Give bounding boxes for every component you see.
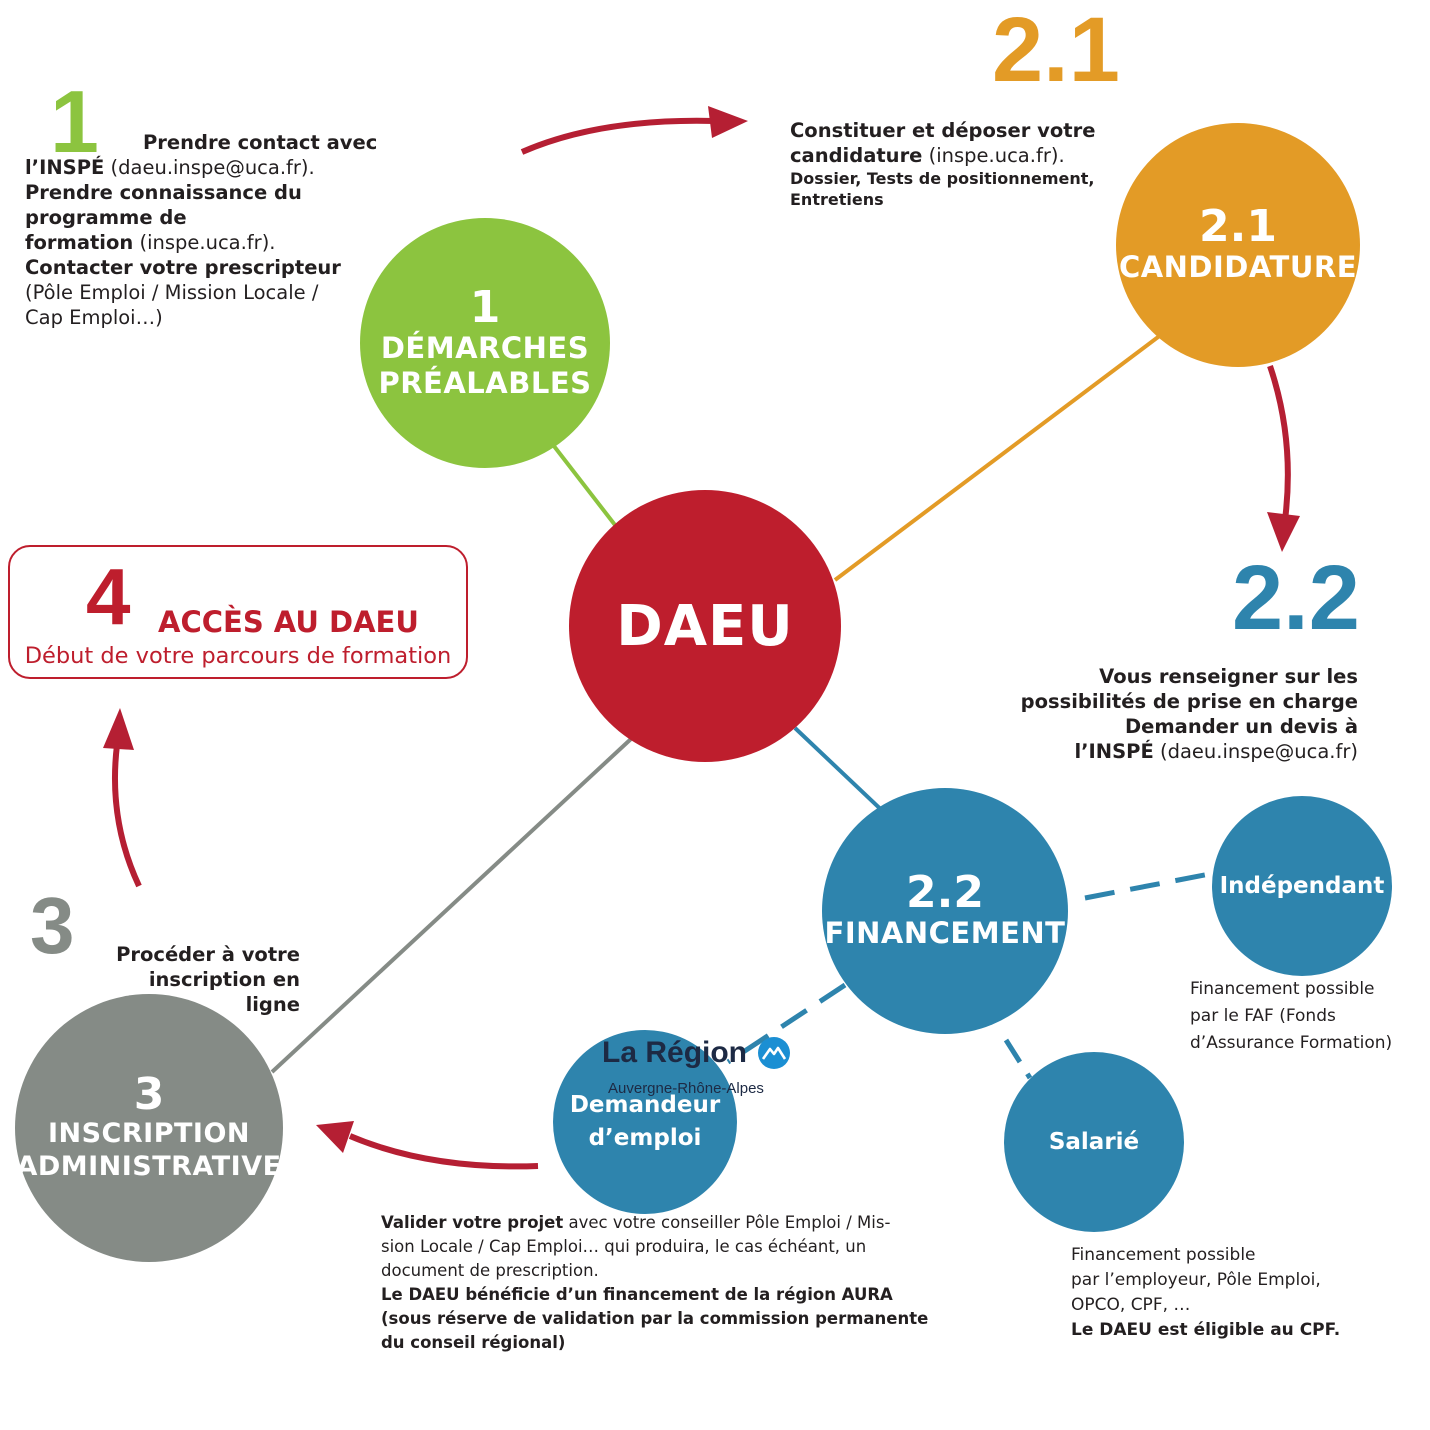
arrow-step3-to-step4 [103,708,142,888]
step1-t5b: formation [25,231,134,254]
independant-label: Indépendant [1219,873,1385,899]
logo-name: La Région [602,1036,748,1069]
step21-t1: Constituer et déposer votre [790,119,1096,142]
step1-t8: Cap Emploi…) [25,306,163,329]
step1-t2b: l’INSPÉ [25,156,105,179]
demandeur-t6: du conseil régional) [381,1333,566,1352]
step21-circle-label: CANDIDATURE [1118,250,1358,285]
arrow-step21-to-step22 [1267,365,1300,552]
step3-circle-number: 3 [133,1068,165,1120]
step1-t2n: (daeu.inspe@uca.fr). [104,156,315,179]
step3-t2: inscription en ligne [148,968,300,1016]
step22-t4b: l’INSPÉ [1074,740,1154,763]
connector-demandeur [726,982,847,1065]
demandeur-t1b: Valider votre projet [381,1213,564,1232]
step1-circle-line2: PRÉALABLES [378,366,592,401]
demandeur-label1: Demandeur [569,1091,721,1118]
step22-t4n: (daeu.inspe@uca.fr) [1153,740,1358,763]
step21-t4: Entretiens [790,190,884,209]
step4-number: 4 [86,552,131,641]
logo-sub: Auvergne-Rhône-Alpes [608,1080,764,1097]
demandeur-t3: document de prescription. [381,1261,599,1280]
connector-step21 [833,320,1180,582]
connector-salarie [1003,1038,1033,1080]
arrow-step1-to-step21 [520,106,748,155]
step1-text: Prendre contact avec l’INSPÉ (daeu.inspe… [25,130,385,330]
step1-t4: programme de [25,206,187,229]
salarie-t4: Le DAEU est éligible au CPF. [1071,1320,1341,1340]
step3-circle-line2: ADMINISTRATIVE [16,1151,282,1183]
step4-box: 4 ACCÈS AU DAEU Début de votre parcours … [8,545,468,679]
demandeur-circle: Demandeur d’emploi [553,1030,737,1214]
connector-step3 [270,736,634,1074]
step3-t1: Procéder à votre [116,943,300,966]
step1-t3: Prendre connaissance du [25,181,302,204]
demandeur-t5: (sous réserve de validation par la commi… [381,1309,929,1328]
demandeur-text: Valider votre projet avec votre conseill… [381,1211,981,1355]
step21-circle-number: 2.1 [1199,201,1277,253]
step3-big-number: 3 [30,881,75,970]
step21-t3: Dossier, Tests de positionnement, [790,169,1095,188]
step22-circle: 2.2 FINANCEMENT [822,788,1068,1034]
demandeur-t4: Le DAEU bénéficie d’un financement de la… [381,1285,893,1304]
step21-t2b: candidature [790,144,923,167]
step21-circle: 2.1 CANDIDATURE [1116,123,1360,367]
independant-t1: Financement possible [1190,979,1375,999]
step1-t5n: (inspe.uca.fr). [133,231,276,254]
step1-t7: (Pôle Emploi / Mission Locale / [25,281,319,304]
independant-circle: Indépendant [1212,796,1392,976]
step1-circle-line1: DÉMARCHES [380,330,590,365]
step22-t2: possibilités de prise en charge [1020,690,1358,713]
step4-subtitle: Début de votre parcours de formation [24,643,452,669]
arrow-demandeur-to-step3 [316,1121,539,1170]
step21-t2n: (inspe.uca.fr). [922,144,1065,167]
center-circle: DAEU [569,490,841,762]
step22-text: Vous renseigner sur les possibilités de … [1010,664,1358,764]
step3-circle-line1: INSCRIPTION [47,1118,251,1150]
step1-t6: Contacter votre prescripteur [25,256,341,279]
step1-t1: Prendre contact avec [143,131,378,154]
step3-text: Procéder à votre inscription en ligne [100,942,300,1017]
step22-circle-label: FINANCEMENT [824,916,1066,951]
step3-circle: 3 INSCRIPTION ADMINISTRATIVE [15,994,283,1262]
step22-t1: Vous renseigner sur les [1099,665,1358,688]
salarie-label: Salarié [1048,1129,1140,1155]
step22-t3: Demander un devis à [1124,715,1358,738]
independant-text: Financement possible par le FAF (Fonds d… [1190,976,1425,1057]
step1-circle-number: 1 [469,281,501,333]
salarie-t1: Financement possible [1071,1245,1256,1265]
connector-independant [1084,870,1216,901]
salarie-text: Financement possible par l’employeur, Pô… [1071,1243,1391,1343]
demandeur-t1n: avec votre conseiller Pôle Emploi / Mis- [563,1213,891,1232]
step22-circle-number: 2.2 [906,867,984,919]
region-logo: La Région Auvergne-Rhône-Alpes [600,1036,830,1106]
salarie-circle: Salarié [1004,1052,1184,1232]
step22-big-number: 2.2 [1232,547,1360,649]
step1-big-number: 1 [50,72,99,171]
salarie-t3: OPCO, CPF, … [1071,1295,1191,1315]
independant-t2: par le FAF (Fonds [1190,1006,1336,1026]
step21-text: Constituer et déposer votre candidature … [790,118,1120,210]
independant-t3: d’Assurance Formation) [1190,1033,1393,1053]
demandeur-t2: sion Locale / Cap Emploi… qui produira, … [381,1237,867,1256]
demandeur-label2: d’emploi [588,1125,702,1151]
step1-circle: 1 DÉMARCHES PRÉALABLES [360,218,610,468]
center-label: DAEU [616,593,794,659]
step4-title: ACCÈS AU DAEU [158,605,419,639]
connector-step22 [793,726,892,820]
salarie-t2: par l’employeur, Pôle Emploi, [1071,1270,1321,1290]
mountain-icon [758,1037,790,1069]
step21-big-number: 2.1 [992,0,1120,101]
